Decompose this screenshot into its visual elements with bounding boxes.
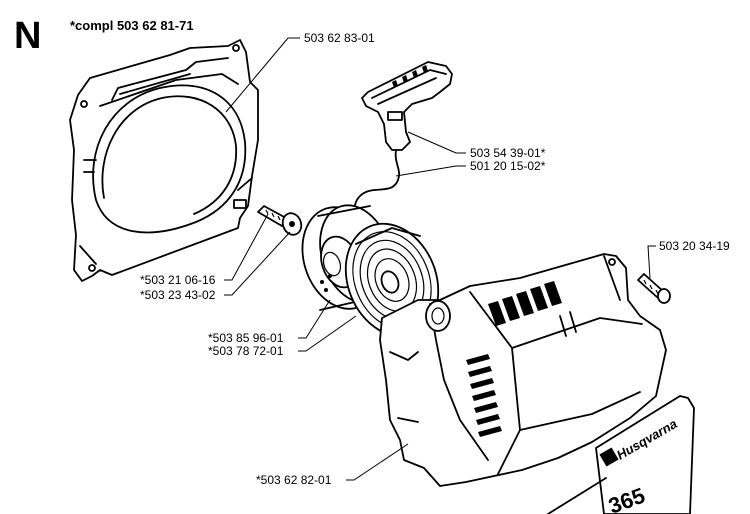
part-label-503-85-96-01: *503 85 96-01: [208, 331, 284, 345]
part-label-503-54-39-01: 503 54 39-01*: [470, 146, 546, 160]
compl-assembly-label: *compl 503 62 81-71: [70, 18, 194, 33]
part-label-503-78-72-01: *503 78 72-01: [208, 344, 284, 358]
part-label-503-23-43-02: *503 23 43-02: [140, 288, 216, 302]
cover-screw-drawing: [637, 273, 671, 304]
part-label-503-62-83-01: 503 62 83-01: [304, 31, 375, 45]
fan-housing-drawing: [69, 39, 259, 282]
starter-handle-drawing: [361, 61, 453, 151]
part-label-503-62-82-01: *503 62 82-01: [256, 473, 332, 487]
part-label-501-20-15-02: 501 20 15-02*: [470, 159, 546, 173]
leader-lines: [224, 37, 656, 481]
part-label-503-20-34-19: 503 20 34-19: [659, 239, 730, 253]
section-letter: N: [14, 15, 41, 57]
decal-drawing: Husqvarna 365: [547, 395, 695, 514]
screw-washer-drawing: [257, 205, 303, 236]
starter-cover-drawing: [379, 253, 667, 487]
part-label-503-21-06-16: *503 21 06-16: [140, 273, 216, 287]
